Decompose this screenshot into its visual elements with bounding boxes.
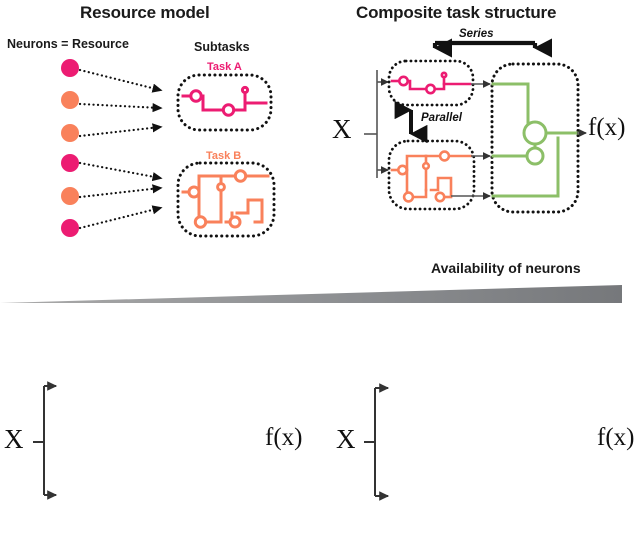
composite-task-a (387, 59, 475, 107)
panel-composite-task: Composite task structure Series Parallel… (320, 0, 640, 255)
allocation-arrow (78, 205, 163, 230)
neuron-dot (61, 124, 79, 142)
task-a-group (176, 73, 273, 132)
composite-input-wiring (364, 70, 389, 178)
allocation-arrow (78, 161, 163, 182)
composite-green-stage (451, 62, 587, 214)
task-b-label: Task B (206, 150, 242, 162)
composite-input-label: X (332, 114, 352, 144)
composite-output-label: f(x) (588, 114, 626, 141)
neuron-dot (61, 219, 79, 237)
neurons-resource-label: Neurons = Resource (7, 37, 129, 51)
network-high-output-label: f(x) (597, 424, 635, 451)
composite-task-b-circuit (390, 150, 473, 203)
availability-title: Availability of neurons (431, 260, 581, 276)
availability-triangle (0, 285, 622, 303)
composite-task-a-circuit (390, 71, 472, 95)
task-b-group (176, 161, 276, 238)
network-high-input-label: X (336, 424, 356, 454)
network-low-input-label: X (4, 424, 24, 454)
network-high-graph (364, 383, 390, 501)
network-low-graph (33, 381, 58, 500)
task-a-circuit (181, 85, 268, 117)
task-b-boundary (176, 161, 276, 238)
composite-task-title: Composite task structure (356, 3, 557, 22)
network-low-output-label: f(x) (265, 424, 303, 451)
panel-availability-band: Availability of neurons (0, 255, 640, 320)
subtasks-label: Subtasks (194, 40, 250, 54)
task-a-boundary (176, 73, 273, 132)
gradient-wedge (0, 285, 622, 303)
composite-task-b-boundary (387, 139, 476, 211)
series-bracket (432, 38, 553, 58)
panel-network-high: X f(x) (320, 320, 640, 557)
green-stage-boundary (490, 62, 580, 214)
allocation-arrow (78, 68, 163, 93)
panel-network-low: X f(x) (0, 320, 320, 557)
panel-resource-model: Resource model Neurons = Resource Subtas… (0, 0, 320, 255)
task-a-label: Task A (207, 61, 242, 73)
composite-task-a-boundary (387, 59, 475, 107)
resource-allocation-arrows (78, 68, 163, 230)
neuron-dot (61, 59, 79, 77)
neuron-dot (61, 91, 79, 109)
series-label: Series (459, 28, 494, 40)
allocation-arrow (78, 102, 163, 113)
composite-task-b (387, 139, 476, 211)
neuron-dot (61, 154, 79, 172)
allocation-arrow (78, 123, 163, 138)
task-b-circuit (181, 169, 270, 229)
resource-model-title: Resource model (80, 3, 210, 22)
allocation-arrow (78, 184, 163, 199)
neuron-dot (61, 187, 79, 205)
parallel-label: Parallel (421, 112, 462, 124)
neuron-column (61, 59, 79, 237)
parallel-arrow (394, 100, 428, 144)
green-circuit (491, 82, 579, 198)
